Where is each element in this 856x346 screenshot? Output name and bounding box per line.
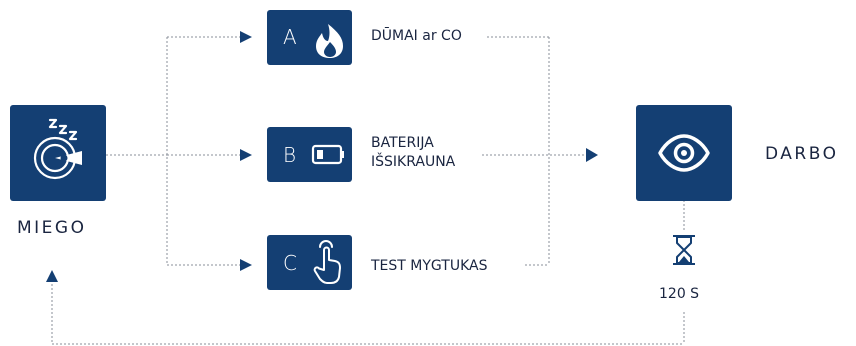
active-state-label: DARBO [765,144,839,164]
arrowhead-to-b [240,149,252,161]
flame-icon [316,24,343,58]
arrowhead-to-c [240,259,252,271]
trigger-c-label: TEST MYGTUKAS [371,258,488,274]
timer-label: 120 S [659,286,700,302]
hourglass-icon [673,235,695,265]
battery-low-icon [311,144,344,165]
trigger-b-letter: B [283,143,297,167]
trigger-c-letter: C [283,251,297,275]
sleep-zzz-icon [33,118,82,180]
trigger-c-box [267,235,352,290]
trigger-a-label: DŪMAI ar CO [371,28,462,44]
arrowhead-return-to-sleep [46,270,58,282]
trigger-b-label-line-2: IŠSIKRAUNA [371,154,456,170]
eye-icon [658,134,710,172]
hand-press-icon [313,240,341,284]
arrowhead-to-a [240,31,252,43]
trigger-b-box [267,127,352,182]
trigger-b-label-line-1: BATERIJA [371,135,434,151]
arrowhead-to-active [586,148,598,162]
sleep-state-label: MIEGO [17,218,87,238]
sleep-state-box [10,105,106,201]
trigger-a-letter: A [283,25,297,49]
